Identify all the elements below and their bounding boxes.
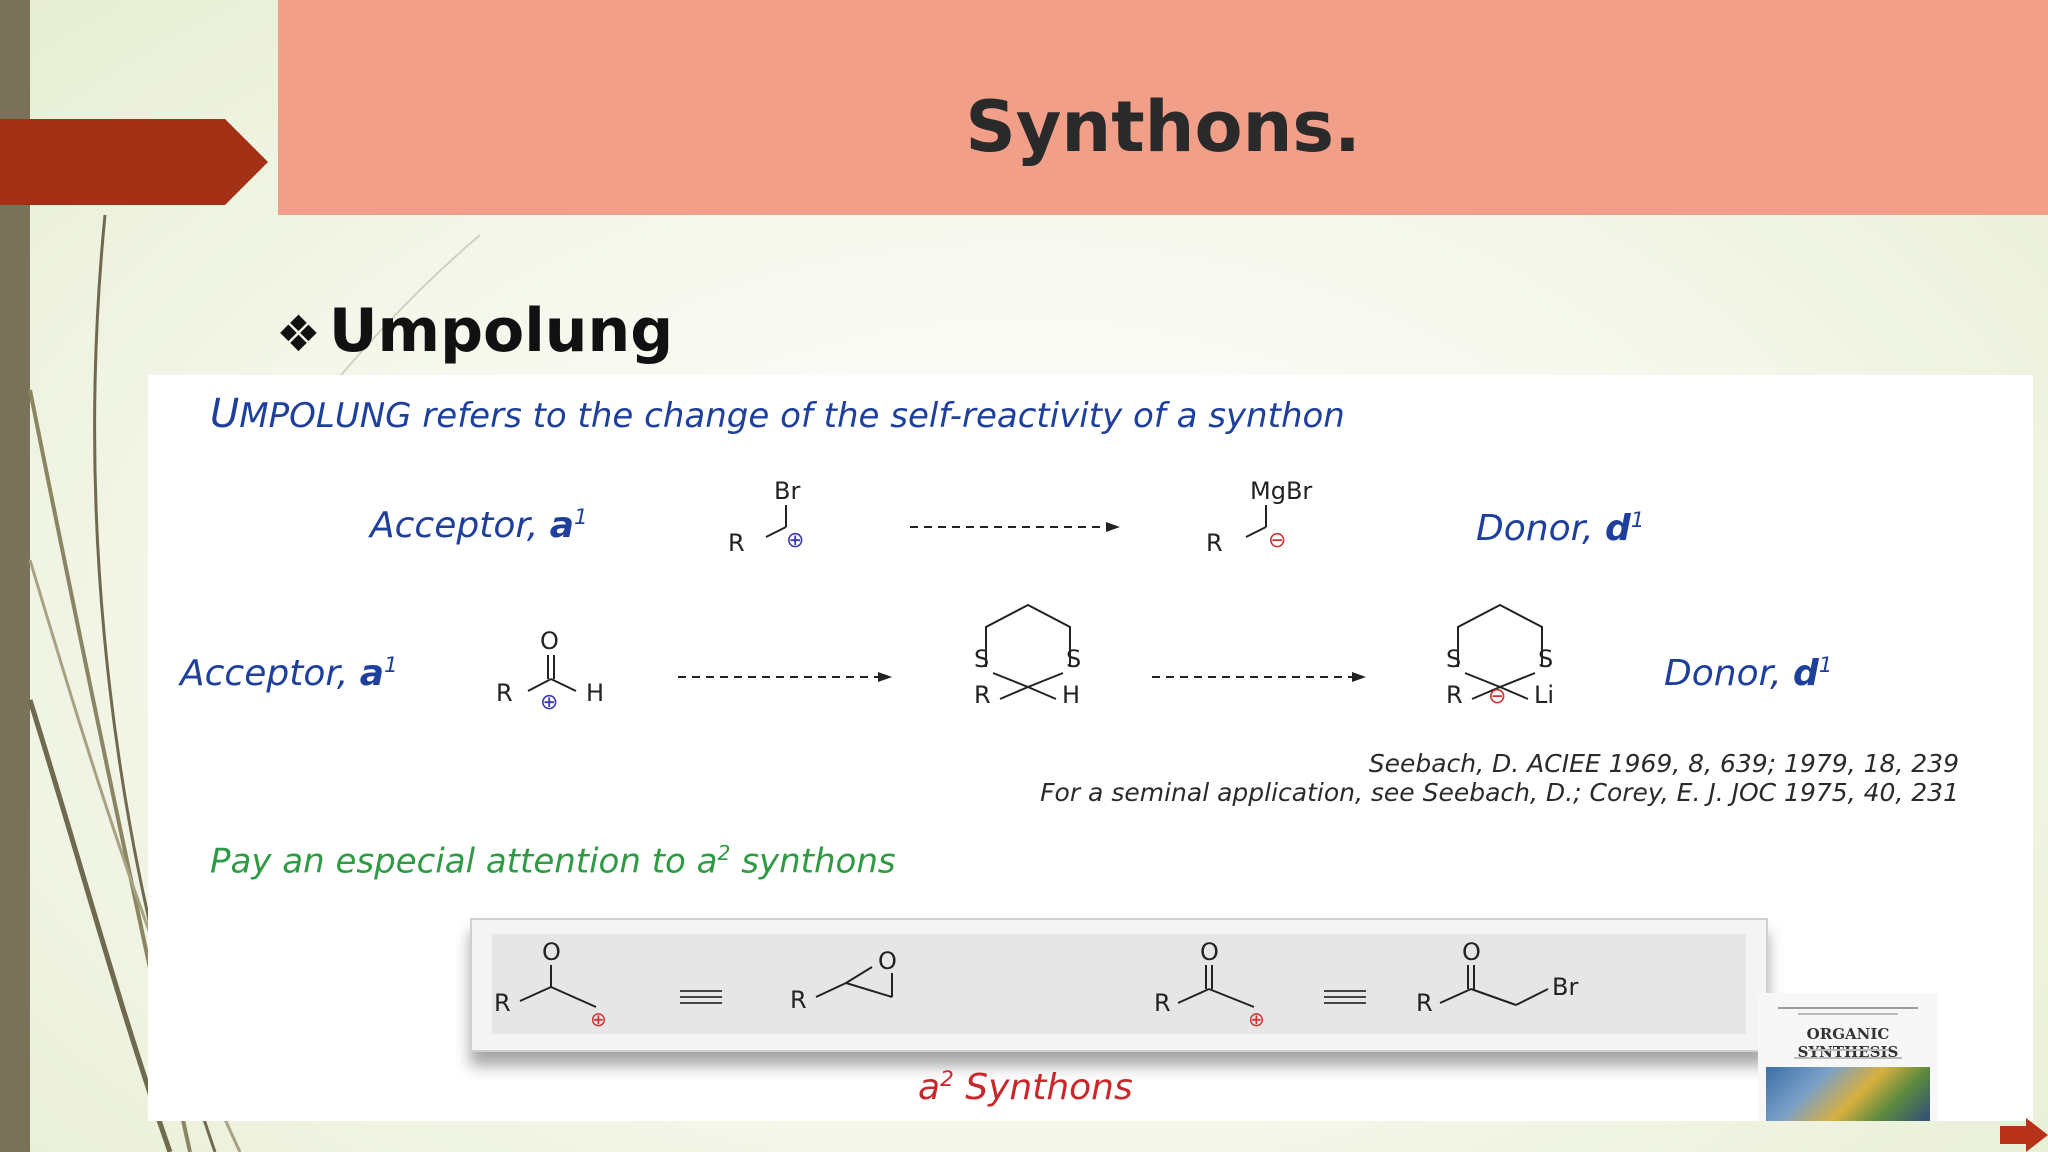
atom-o: O: [540, 627, 559, 655]
reference-line-1: Seebach, D. ACIEE 1969, 8, 639; 1979, 18…: [1368, 749, 1959, 778]
a2-synthon-box-inner: [492, 934, 1746, 1034]
a2-bromoketone: O R Br: [1416, 938, 1578, 1017]
chemical-structures: Br R ⊕ MgBr R ⊖ O R H ⊕: [494, 477, 1578, 1031]
book-title: ORGANIC SYNTHESIS: [1797, 1025, 1899, 1061]
donor-label-row1: Donor, d1: [1476, 508, 1645, 549]
a2-epoxide: R O: [790, 947, 897, 1014]
atom-r: R: [496, 679, 513, 707]
a2-ketone-cation: O R ⊕: [494, 938, 607, 1031]
umpolung-definition: UMPOLUNG refers to the change of the sel…: [210, 391, 1345, 437]
atom-r: R: [974, 681, 991, 709]
title-band: [278, 0, 2048, 215]
attention-note: Pay an especial attention to a2 synthons: [210, 841, 896, 882]
atom-o: O: [878, 947, 897, 975]
a2-synthons-caption: a2 Synthons: [918, 1067, 1133, 1108]
reference-line-2: For a seminal application, see Seebach, …: [1040, 778, 1959, 807]
anion-charge: ⊖: [1268, 528, 1286, 553]
atom-r: R: [728, 529, 745, 557]
book-cover-thumbnail: ORGANIC SYNTHESIS: [1758, 993, 1938, 1121]
book-cover-image: [1766, 1067, 1930, 1121]
content-image-panel: UMPOLUNG refers to the change of the sel…: [148, 375, 2033, 1121]
lithio-dithiane-structure: S S R Li ⊖: [1446, 603, 1554, 709]
cation-charge: ⊕: [590, 1007, 607, 1031]
bullet-heading: ❖Umpolung: [276, 296, 673, 366]
grignard-structure: MgBr R ⊖: [1206, 477, 1312, 557]
atom-s: S: [1538, 645, 1553, 673]
a2-synthon-box: [470, 918, 1768, 1052]
aldehyde-cation-structure: O R H ⊕: [496, 627, 604, 715]
a2-alpha-cation-ketone: O R ⊕: [1154, 938, 1265, 1031]
atom-h: H: [586, 679, 604, 707]
acceptor-label-row2: Acceptor, a1: [180, 653, 398, 694]
atom-s: S: [974, 645, 989, 673]
atom-r: R: [790, 986, 807, 1014]
atom-s: S: [1066, 645, 1081, 673]
slide-title: Synthons.: [965, 86, 1361, 168]
cation-charge: ⊕: [786, 528, 804, 553]
atom-r: R: [1206, 529, 1223, 557]
atom-br: Br: [774, 477, 800, 505]
atom-r: R: [1154, 989, 1171, 1017]
atom-o: O: [1200, 938, 1219, 966]
diamond-bullet-icon: ❖: [276, 305, 321, 363]
atom-o: O: [1462, 938, 1481, 966]
anion-charge: ⊖: [1488, 684, 1506, 709]
cation-charge: ⊕: [540, 690, 558, 715]
alkyl-bromide-cation-structure: Br R ⊕: [728, 477, 804, 557]
acceptor-label-row1: Acceptor, a1: [370, 505, 588, 546]
atom-r: R: [1416, 989, 1433, 1017]
atom-h: H: [1062, 681, 1080, 709]
atom-r: R: [1446, 681, 1463, 709]
next-slide-arrow-icon[interactable]: [2000, 1118, 2048, 1152]
cation-charge: ⊕: [1248, 1007, 1265, 1031]
bullet-text: Umpolung: [328, 296, 674, 366]
atom-li: Li: [1534, 681, 1554, 709]
arrow-icon: [0, 119, 268, 205]
dithiane-structure: S S R H: [974, 603, 1081, 709]
atom-r: R: [494, 989, 511, 1017]
atom-br: Br: [1552, 973, 1578, 1001]
donor-label-row2: Donor, d1: [1664, 653, 1833, 694]
atom-o: O: [542, 938, 561, 966]
atom-mgbr: MgBr: [1250, 477, 1312, 505]
atom-s: S: [1446, 645, 1461, 673]
